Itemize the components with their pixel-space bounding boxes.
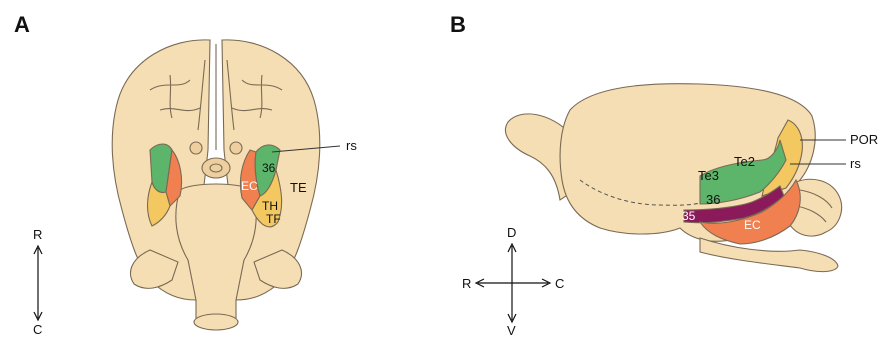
label-rs-a: rs <box>346 138 357 153</box>
spinal-cord <box>194 314 238 330</box>
axis-label-c-b: C <box>555 276 564 291</box>
label-tf-a: TF <box>266 212 281 226</box>
label-36-b: 36 <box>706 192 720 207</box>
label-rs-b: rs <box>850 156 861 171</box>
label-por-b: POR <box>850 132 878 147</box>
panel-b-letter: B <box>450 12 466 37</box>
label-te3-b: Te3 <box>698 168 719 183</box>
label-te-a: TE <box>290 180 307 195</box>
lateral-brain-view <box>505 84 841 272</box>
axis-label-r-a: R <box>33 227 42 242</box>
hypothalamus <box>202 158 230 178</box>
brainstem-b <box>700 238 838 272</box>
optic-nerve-right <box>230 142 242 154</box>
brainstem <box>176 184 256 323</box>
label-ec-b: EC <box>744 218 761 232</box>
axis-rc <box>34 246 42 320</box>
axis-dvrc <box>476 244 550 322</box>
label-th-a: TH <box>262 199 278 213</box>
ventral-brain-view <box>112 40 320 330</box>
axis-label-d-b: D <box>507 225 516 240</box>
label-te2-b: Te2 <box>734 154 755 169</box>
axis-label-c-a: C <box>33 322 42 337</box>
optic-nerve-left <box>190 142 202 154</box>
panel-a-letter: A <box>14 12 30 37</box>
axis-label-v-b: V <box>507 323 516 338</box>
label-35-b: 35 <box>682 209 696 223</box>
label-36-a: 36 <box>262 161 276 175</box>
axis-label-r-b: R <box>462 276 471 291</box>
label-ec-a: EC <box>241 179 258 193</box>
